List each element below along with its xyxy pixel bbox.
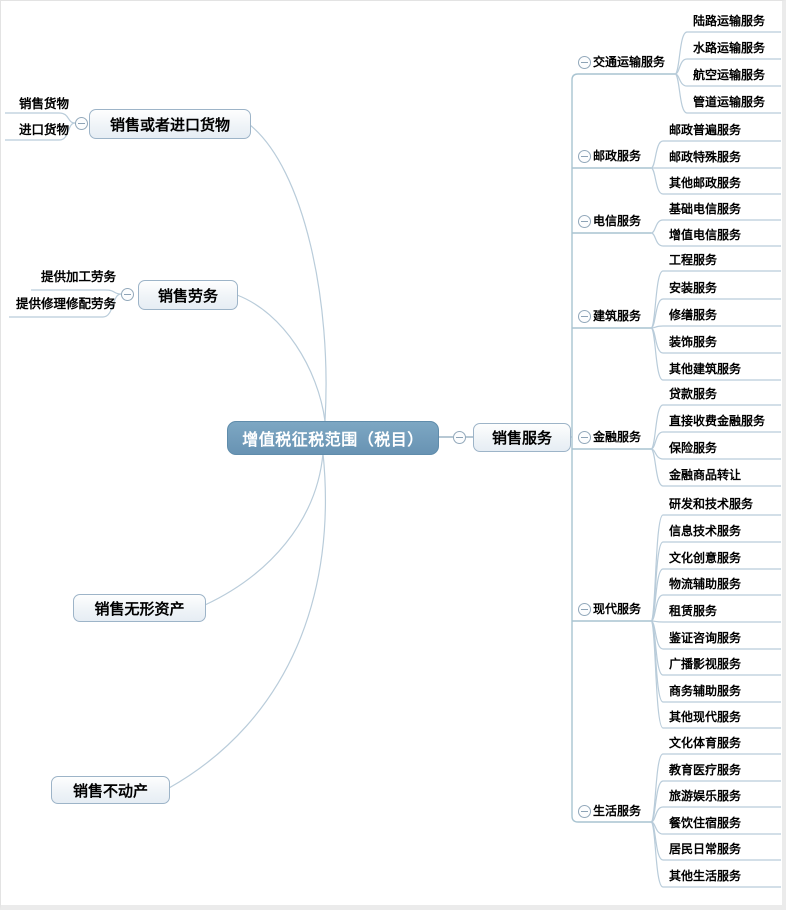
leaf-node[interactable]: 信息技术服务 <box>669 524 742 538</box>
category-construction-services[interactable]: 建筑服务 <box>593 309 642 323</box>
collapse-icon[interactable] <box>578 310 591 323</box>
leaf-node[interactable]: 商务辅助服务 <box>669 684 742 698</box>
category-life-services[interactable]: 生活服务 <box>593 804 642 818</box>
leaf-node[interactable]: 航空运输服务 <box>693 68 766 82</box>
category-modern-services[interactable]: 现代服务 <box>593 602 642 616</box>
leaf-node[interactable]: 居民日常服务 <box>669 842 742 856</box>
collapse-icon[interactable] <box>578 431 591 444</box>
category-postal-services[interactable]: 邮政服务 <box>593 149 642 163</box>
category-telecom-services[interactable]: 电信服务 <box>593 214 642 228</box>
leaf-node[interactable]: 其他现代服务 <box>669 710 742 724</box>
leaf-sell-goods[interactable]: 销售货物 <box>18 96 69 111</box>
leaf-node[interactable]: 广播影视服务 <box>669 657 742 671</box>
leaf-node[interactable]: 基础电信服务 <box>669 202 742 216</box>
category-financial-services[interactable]: 金融服务 <box>593 430 642 444</box>
leaf-node[interactable]: 工程服务 <box>669 253 718 267</box>
collapse-icon[interactable] <box>578 56 591 69</box>
leaf-import-goods[interactable]: 进口货物 <box>18 122 69 137</box>
collapse-icon[interactable] <box>75 117 88 130</box>
leaf-processing-labor[interactable]: 提供加工劳务 <box>40 269 116 284</box>
category-transport-services[interactable]: 交通运输服务 <box>593 55 666 69</box>
node-central[interactable]: 增值税征税范围（税目） <box>227 421 439 455</box>
leaf-node[interactable]: 金融商品转让 <box>669 468 742 482</box>
leaf-node[interactable]: 旅游娱乐服务 <box>669 789 742 803</box>
collapse-icon[interactable] <box>578 603 591 616</box>
leaf-node[interactable]: 修缮服务 <box>669 308 718 322</box>
node-sell-intangible-assets[interactable]: 销售无形资产 <box>73 594 206 622</box>
leaf-node[interactable]: 鉴证咨询服务 <box>669 631 742 645</box>
leaf-node[interactable]: 管道运输服务 <box>693 95 766 109</box>
collapse-icon[interactable] <box>121 288 134 301</box>
leaf-node[interactable]: 研发和技术服务 <box>669 497 754 511</box>
collapse-icon[interactable] <box>578 150 591 163</box>
node-sell-real-estate[interactable]: 销售不动产 <box>51 776 170 804</box>
leaf-node[interactable]: 物流辅助服务 <box>669 577 742 591</box>
leaf-node[interactable]: 装饰服务 <box>669 335 718 349</box>
leaf-node[interactable]: 陆路运输服务 <box>693 14 766 28</box>
node-sell-services[interactable]: 销售服务 <box>473 423 571 452</box>
node-sell-labor[interactable]: 销售劳务 <box>138 280 238 310</box>
leaf-node[interactable]: 水路运输服务 <box>693 41 766 55</box>
collapse-icon[interactable] <box>578 805 591 818</box>
node-sell-or-import-goods[interactable]: 销售或者进口货物 <box>89 109 251 139</box>
leaf-node[interactable]: 直接收费金融服务 <box>669 414 766 428</box>
leaf-node[interactable]: 其他生活服务 <box>669 869 742 883</box>
leaf-node[interactable]: 文化创意服务 <box>669 551 742 565</box>
leaf-node[interactable]: 邮政特殊服务 <box>669 150 742 164</box>
leaf-node[interactable]: 餐饮住宿服务 <box>669 816 742 830</box>
leaf-node[interactable]: 教育医疗服务 <box>669 763 742 777</box>
leaf-node[interactable]: 租赁服务 <box>669 604 718 618</box>
leaf-node[interactable]: 保险服务 <box>669 441 718 455</box>
leaf-node[interactable]: 其他邮政服务 <box>669 176 742 190</box>
leaf-node[interactable]: 邮政普遍服务 <box>669 123 742 137</box>
leaf-node[interactable]: 安装服务 <box>669 281 718 295</box>
leaf-node[interactable]: 贷款服务 <box>669 387 718 401</box>
leaf-node[interactable]: 文化体育服务 <box>669 736 742 750</box>
leaf-node[interactable]: 增值电信服务 <box>669 228 742 242</box>
leaf-repair-labor[interactable]: 提供修理修配劳务 <box>15 296 116 311</box>
collapse-icon[interactable] <box>578 215 591 228</box>
collapse-icon[interactable] <box>453 431 466 444</box>
leaf-node[interactable]: 其他建筑服务 <box>669 362 742 376</box>
